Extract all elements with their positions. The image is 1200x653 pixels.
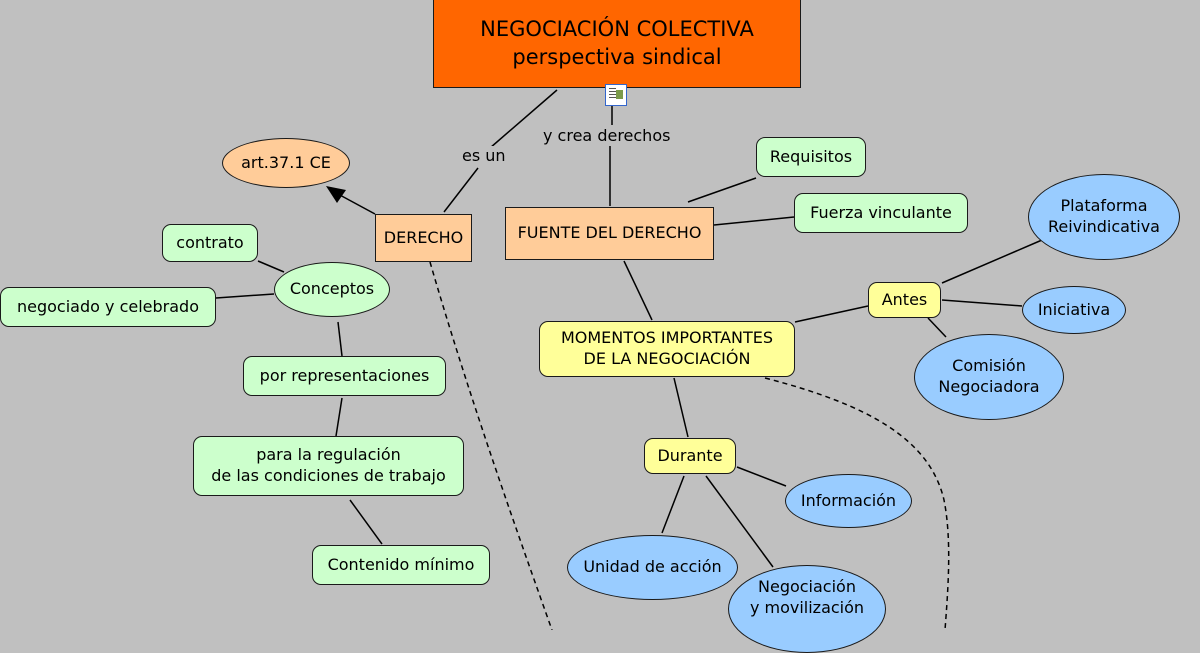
node-derecho[interactable]: DERECHO xyxy=(375,214,472,262)
title-line-1: NEGOCIACIÓN COLECTIVA xyxy=(480,16,754,41)
node-informacion[interactable]: Información xyxy=(785,474,912,528)
connector-lines xyxy=(215,89,1043,630)
node-fuerza-vinculante[interactable]: Fuerza vinculante xyxy=(794,193,968,233)
node-contrato[interactable]: contrato xyxy=(162,224,258,262)
label-y-crea-derechos: y crea derechos xyxy=(541,126,673,145)
node-momentos-importantes[interactable]: MOMENTOS IMPORTANTES DE LA NEGOCIACIÓN xyxy=(539,321,795,377)
link-regulacion-contenido xyxy=(349,499,383,545)
link-antes-iniciativa xyxy=(941,299,1023,307)
title-box[interactable]: NEGOCIACIÓN COLECTIVA perspectiva sindic… xyxy=(433,0,801,88)
link-fuente-fuerza xyxy=(713,216,795,226)
link-momentos-antes xyxy=(794,305,869,323)
plataforma-line-1: Plataforma xyxy=(1060,196,1148,216)
link-fuente-requisitos xyxy=(687,177,757,203)
link-durante-informacion xyxy=(736,466,787,487)
label-es-un: es un xyxy=(460,146,508,165)
negociacion-line-2: y movilización xyxy=(749,598,865,617)
link-momentos-durante xyxy=(673,377,689,438)
link-fuente-momentos xyxy=(623,260,653,321)
link-representaciones-regulacion xyxy=(335,397,343,437)
link-conceptos-representaciones xyxy=(337,321,343,357)
comision-line-1: Comisión xyxy=(952,356,1026,376)
plataforma-line-2: Reivindicativa xyxy=(1048,217,1160,236)
momentos-line-1: MOMENTOS IMPORTANTES xyxy=(560,328,774,348)
node-requisitos[interactable]: Requisitos xyxy=(756,137,866,177)
dashed-link-derecho xyxy=(429,261,553,630)
node-antes[interactable]: Antes xyxy=(868,282,941,318)
node-comision-negociadora[interactable]: Comisión Negociadora xyxy=(914,334,1064,420)
link-durante-unidad xyxy=(661,475,685,534)
node-art-37-1-ce[interactable]: art.37.1 CE xyxy=(222,138,350,188)
node-negociado-y-celebrado[interactable]: negociado y celebrado xyxy=(0,287,216,327)
link-esun-derecho xyxy=(443,167,479,213)
node-fuente-del-derecho[interactable]: FUENTE DEL DERECHO xyxy=(505,207,714,260)
link-derecho-art xyxy=(337,193,376,215)
node-por-representaciones[interactable]: por representaciones xyxy=(243,356,446,396)
node-contenido-minimo[interactable]: Contenido mínimo xyxy=(312,545,490,585)
node-conceptos[interactable]: Conceptos xyxy=(274,262,390,317)
node-negociacion-y-movilizacion[interactable]: Negociación y movilización xyxy=(728,565,886,653)
node-plataforma-reivindicativa[interactable]: Plataforma Reivindicativa xyxy=(1028,174,1180,260)
dashed-link-momentos xyxy=(764,377,950,630)
arrowhead-icon xyxy=(326,186,346,203)
link-title-esun xyxy=(489,89,558,149)
node-iniciativa[interactable]: Iniciativa xyxy=(1022,286,1126,334)
link-durante-negociacion xyxy=(705,475,774,568)
node-durante[interactable]: Durante xyxy=(644,438,736,474)
link-antes-comision xyxy=(927,317,947,338)
node-unidad-de-accion[interactable]: Unidad de acción xyxy=(567,535,738,600)
momentos-line-2: DE LA NEGOCIACIÓN xyxy=(583,349,751,368)
document-icon[interactable] xyxy=(605,84,627,106)
regulacion-line-1: para la regulación xyxy=(256,445,401,465)
node-regulacion[interactable]: para la regulación de las condiciones de… xyxy=(193,436,464,496)
regulacion-line-2: de las condiciones de trabajo xyxy=(211,466,446,485)
link-negociado-conceptos xyxy=(215,293,275,299)
title-line-2: perspectiva sindical xyxy=(512,45,722,69)
comision-line-2: Negociadora xyxy=(938,377,1040,396)
link-antes-plataforma xyxy=(941,239,1043,284)
negociacion-line-1: Negociación xyxy=(758,577,856,597)
link-contrato-conceptos xyxy=(257,260,285,273)
